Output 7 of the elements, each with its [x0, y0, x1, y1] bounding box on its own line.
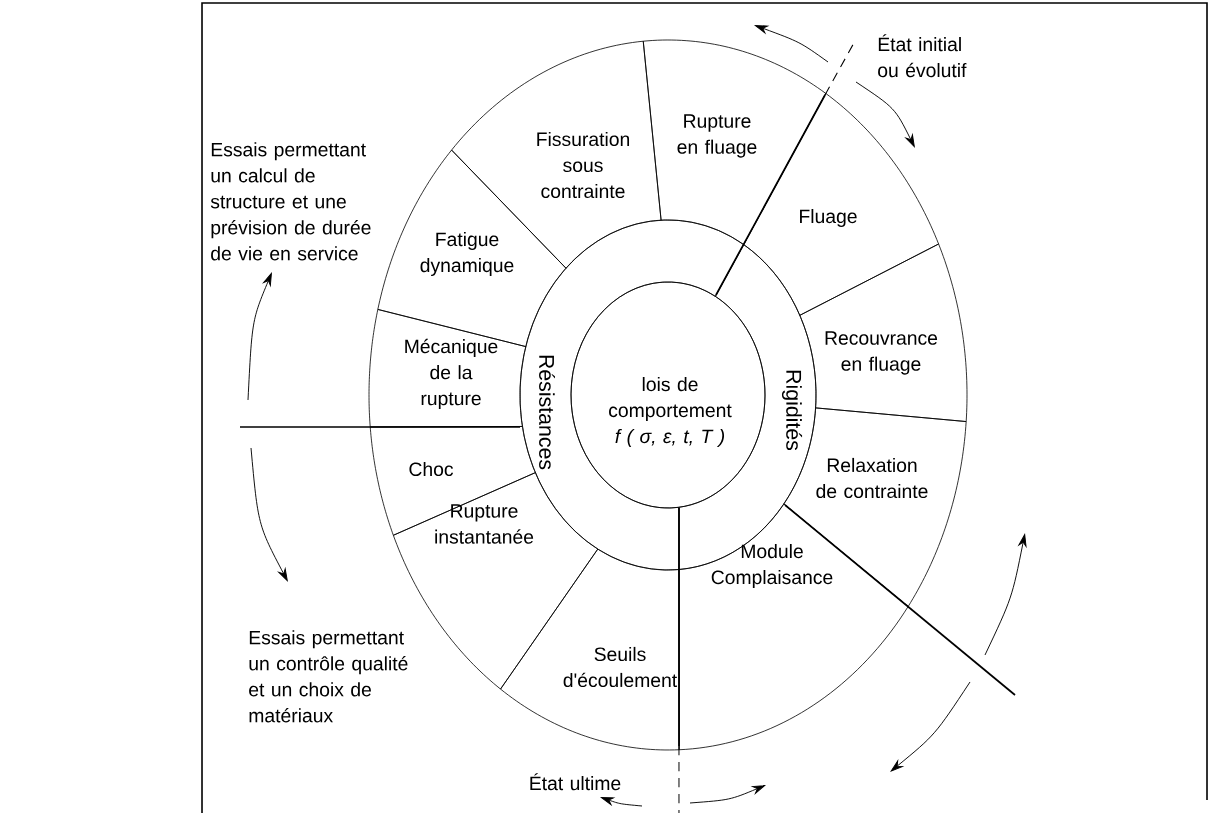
ring-segment: Module Complaisance	[678, 503, 909, 751]
ring-segment: Seuils d'écoulement	[500, 548, 680, 751]
annotation-text: État initial ou évolutif	[878, 34, 967, 78]
annotation-text: Essais permettant un calcul de structure et une prévision de durée de vie en service	[210, 142, 371, 261]
ring-segment: Mécanique de la rupture	[368, 309, 527, 428]
annotation-text: Essais permettant un contrôle qualité et un choix de matériaux	[249, 630, 408, 723]
annotation-text: État ultime	[530, 773, 621, 791]
